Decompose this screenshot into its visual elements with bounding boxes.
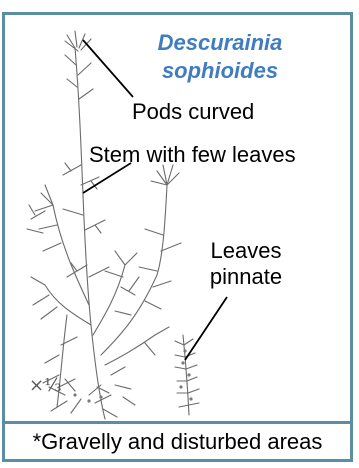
leaves-pointer <box>185 297 227 360</box>
leaves-label-line2: pinnate <box>201 264 291 290</box>
pods-pointer <box>83 40 133 97</box>
species-name-line1: Descurainia <box>145 29 295 57</box>
species-name-line2: sophioides <box>145 57 295 85</box>
leaves-label-line1: Leaves <box>201 238 291 264</box>
leaves-label: Leaves pinnate <box>201 238 291 290</box>
habitat-footer: *Gravelly and disturbed areas <box>5 421 350 459</box>
species-name: Descurainia sophioides <box>145 29 295 85</box>
plant-card: Descurainia sophioides Pods curved Stem … <box>2 12 353 462</box>
stem-label: Stem with few leaves <box>89 142 296 168</box>
pods-label: Pods curved <box>132 99 254 125</box>
scale-label: ×⅓ <box>29 375 62 396</box>
